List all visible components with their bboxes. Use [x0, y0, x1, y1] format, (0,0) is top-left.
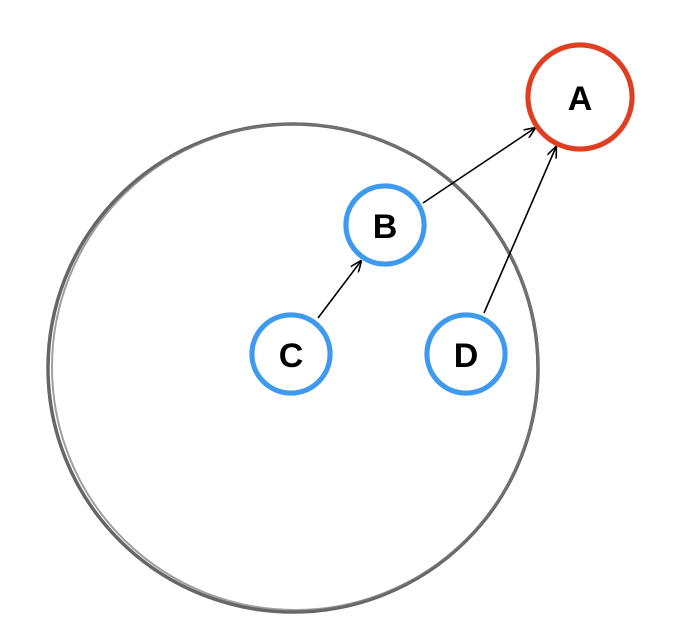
node-d-label: D [454, 337, 479, 375]
node-b: B [343, 183, 427, 267]
node-c-label: C [279, 337, 304, 375]
edge-d-to-a [483, 147, 556, 314]
region-circle [46, 122, 540, 614]
node-d: D [424, 312, 508, 396]
edge-b-to-a [422, 128, 535, 204]
edge-c-to-b [317, 261, 361, 319]
node-b-label: B [373, 208, 398, 246]
node-a-label: A [568, 80, 593, 118]
node-c: C [249, 312, 333, 396]
node-a: A [525, 42, 635, 152]
